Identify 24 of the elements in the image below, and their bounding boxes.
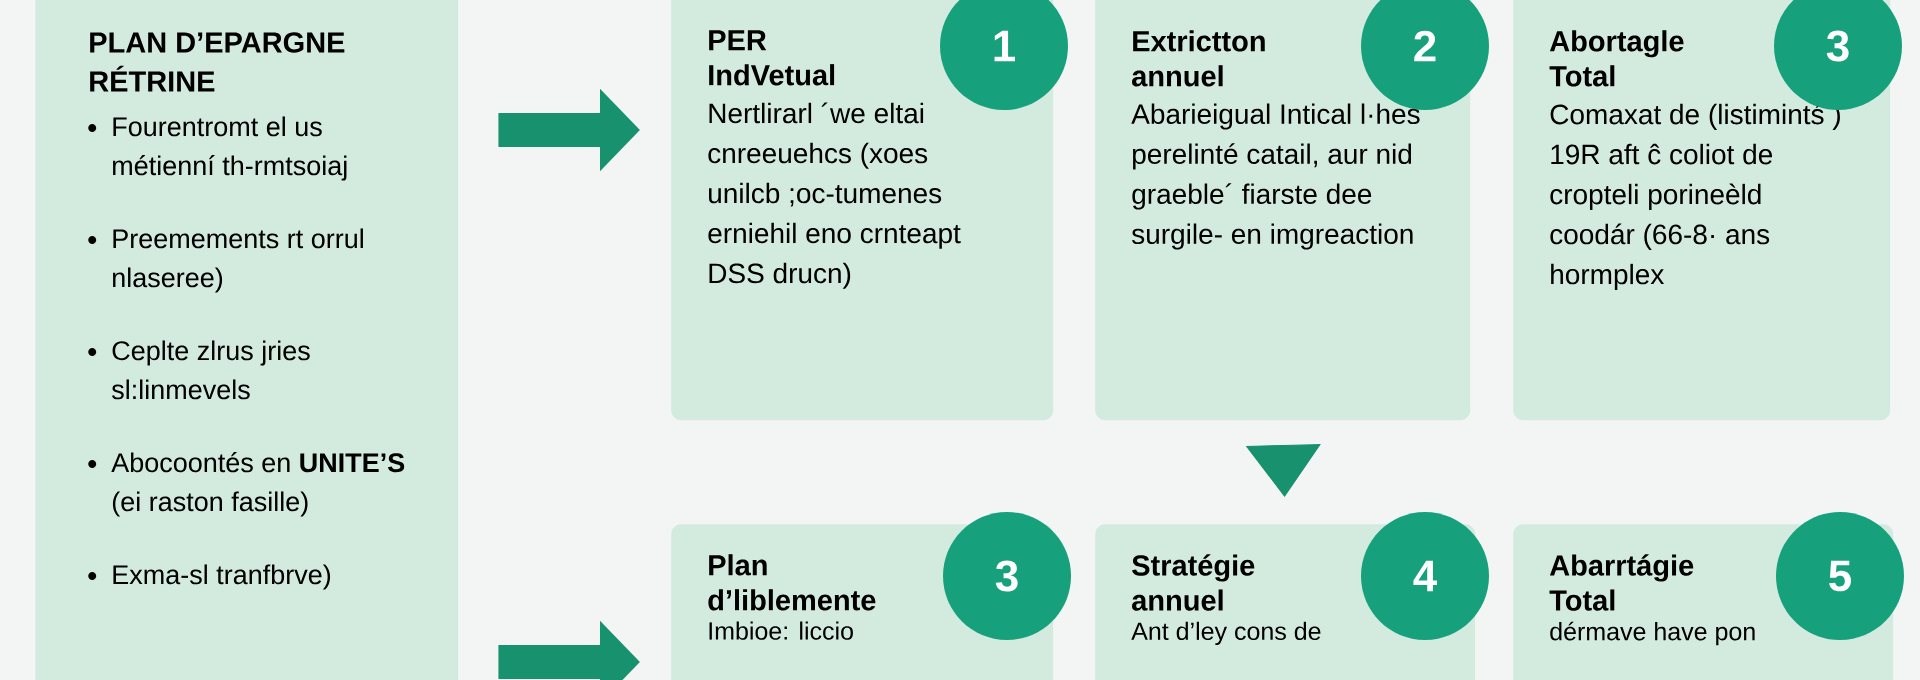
card-heading: Extrictton annuel bbox=[1132, 30, 1265, 87]
list-item: Abocoontés en UNITE’S (ei raston fasille) bbox=[111, 452, 405, 517]
list-item: Fourentromt el us métienní th-rmtsoiaj bbox=[113, 116, 347, 181]
card-text: dérmave have pon bbox=[1550, 621, 1755, 646]
step-card bbox=[671, 0, 1054, 421]
card-heading: Stratégie annuel bbox=[1132, 554, 1255, 611]
step-card bbox=[1513, 0, 1891, 421]
card-heading: Abortagle Total bbox=[1549, 30, 1684, 87]
number-badge: 1 bbox=[940, 0, 1068, 110]
card-heading: Abarrtágie Total bbox=[1549, 554, 1694, 611]
number-badge: 4 bbox=[1361, 512, 1489, 640]
card-heading: Plan d’liblemente bbox=[708, 554, 876, 611]
side-panel bbox=[35, 0, 459, 680]
list-item: Preemements rt orrul nlaseree) bbox=[113, 228, 363, 293]
card-text: Ant d’ley cons de bbox=[1131, 621, 1321, 646]
number-badge: 3 bbox=[943, 512, 1071, 640]
step-card bbox=[1095, 0, 1471, 421]
number-badge: 5 bbox=[1776, 512, 1904, 640]
card-heading: PER IndVetual bbox=[709, 30, 835, 86]
arrow bbox=[1246, 444, 1321, 497]
list-item: Exma-sl tranfbrve) bbox=[113, 564, 331, 590]
card-text: Imbioe: liccio bbox=[709, 621, 853, 640]
panel-title: PLAN D’EPARGNE RÉTRINE bbox=[90, 32, 345, 92]
list-item: Ceplte zlrus jries sl:linmevels bbox=[111, 340, 310, 400]
